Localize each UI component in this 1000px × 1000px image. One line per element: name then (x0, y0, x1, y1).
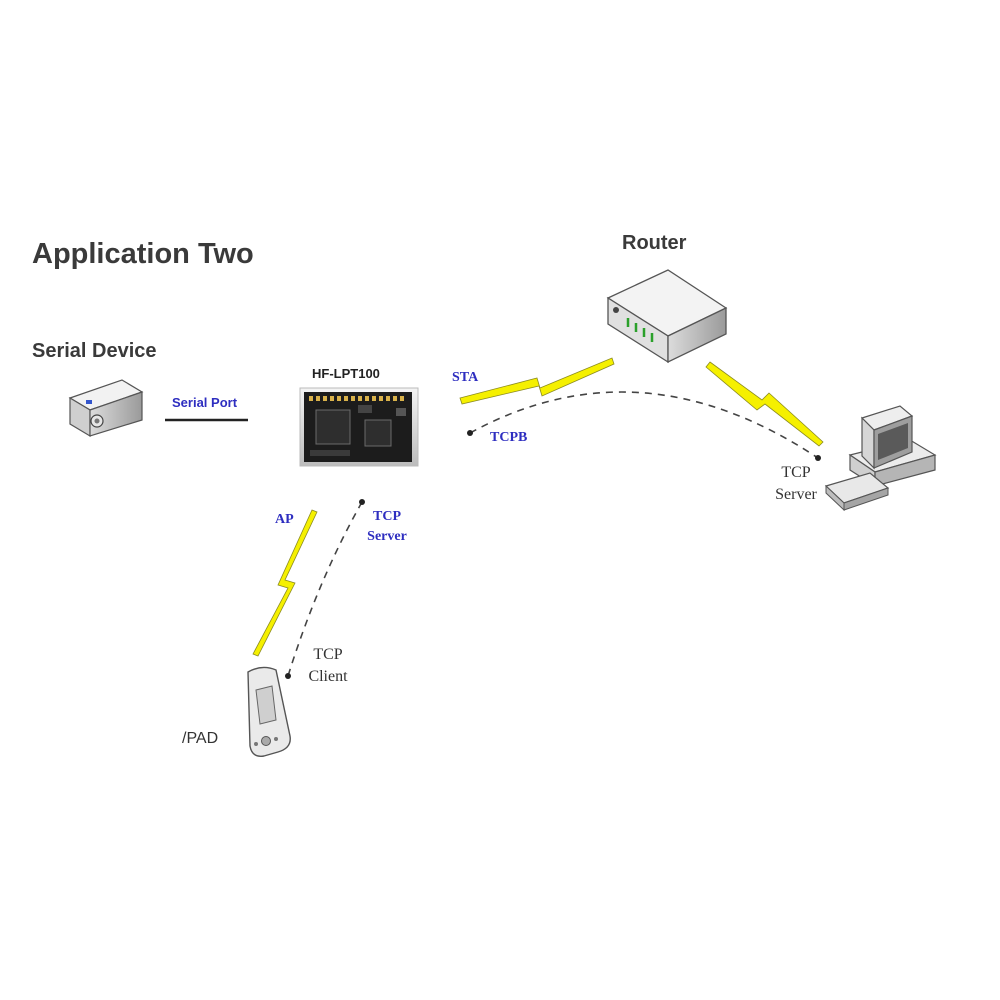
lightning-icon (705, 361, 824, 447)
tcpb-label: TCPB (490, 430, 528, 445)
module-board-icon (299, 387, 419, 467)
tcp-client-connection-line (287, 501, 363, 677)
desktop-computer-icon (824, 405, 937, 512)
tcp-client-label: TCP Client (308, 646, 348, 685)
tcp-server-module-label: TCP Server (367, 509, 407, 545)
pda-icon (247, 666, 291, 757)
lightning-icon (252, 509, 318, 657)
serial-device-label: Serial Device (32, 340, 157, 362)
serial-device-icon (68, 379, 144, 438)
tcp-client-dot (285, 673, 291, 679)
module-label: HF-LPT100 (312, 366, 380, 381)
diagram-title: Application Two (32, 238, 254, 270)
tcpb-connection-line (469, 391, 819, 459)
sta-label: STA (452, 370, 479, 385)
tcp-server-module-dot (359, 499, 365, 505)
serial-port-label: Serial Port (172, 395, 238, 410)
router-label: Router (622, 232, 687, 254)
tcp-server-endpoint-dot (815, 455, 821, 461)
router-icon (606, 269, 728, 364)
pad-label: /PAD (182, 730, 219, 747)
tcp-server-pc-label: TCP Server (775, 464, 817, 503)
lightning-icon (459, 357, 615, 405)
tcpb-endpoint-dot (467, 430, 473, 436)
ap-label: AP (275, 512, 294, 527)
